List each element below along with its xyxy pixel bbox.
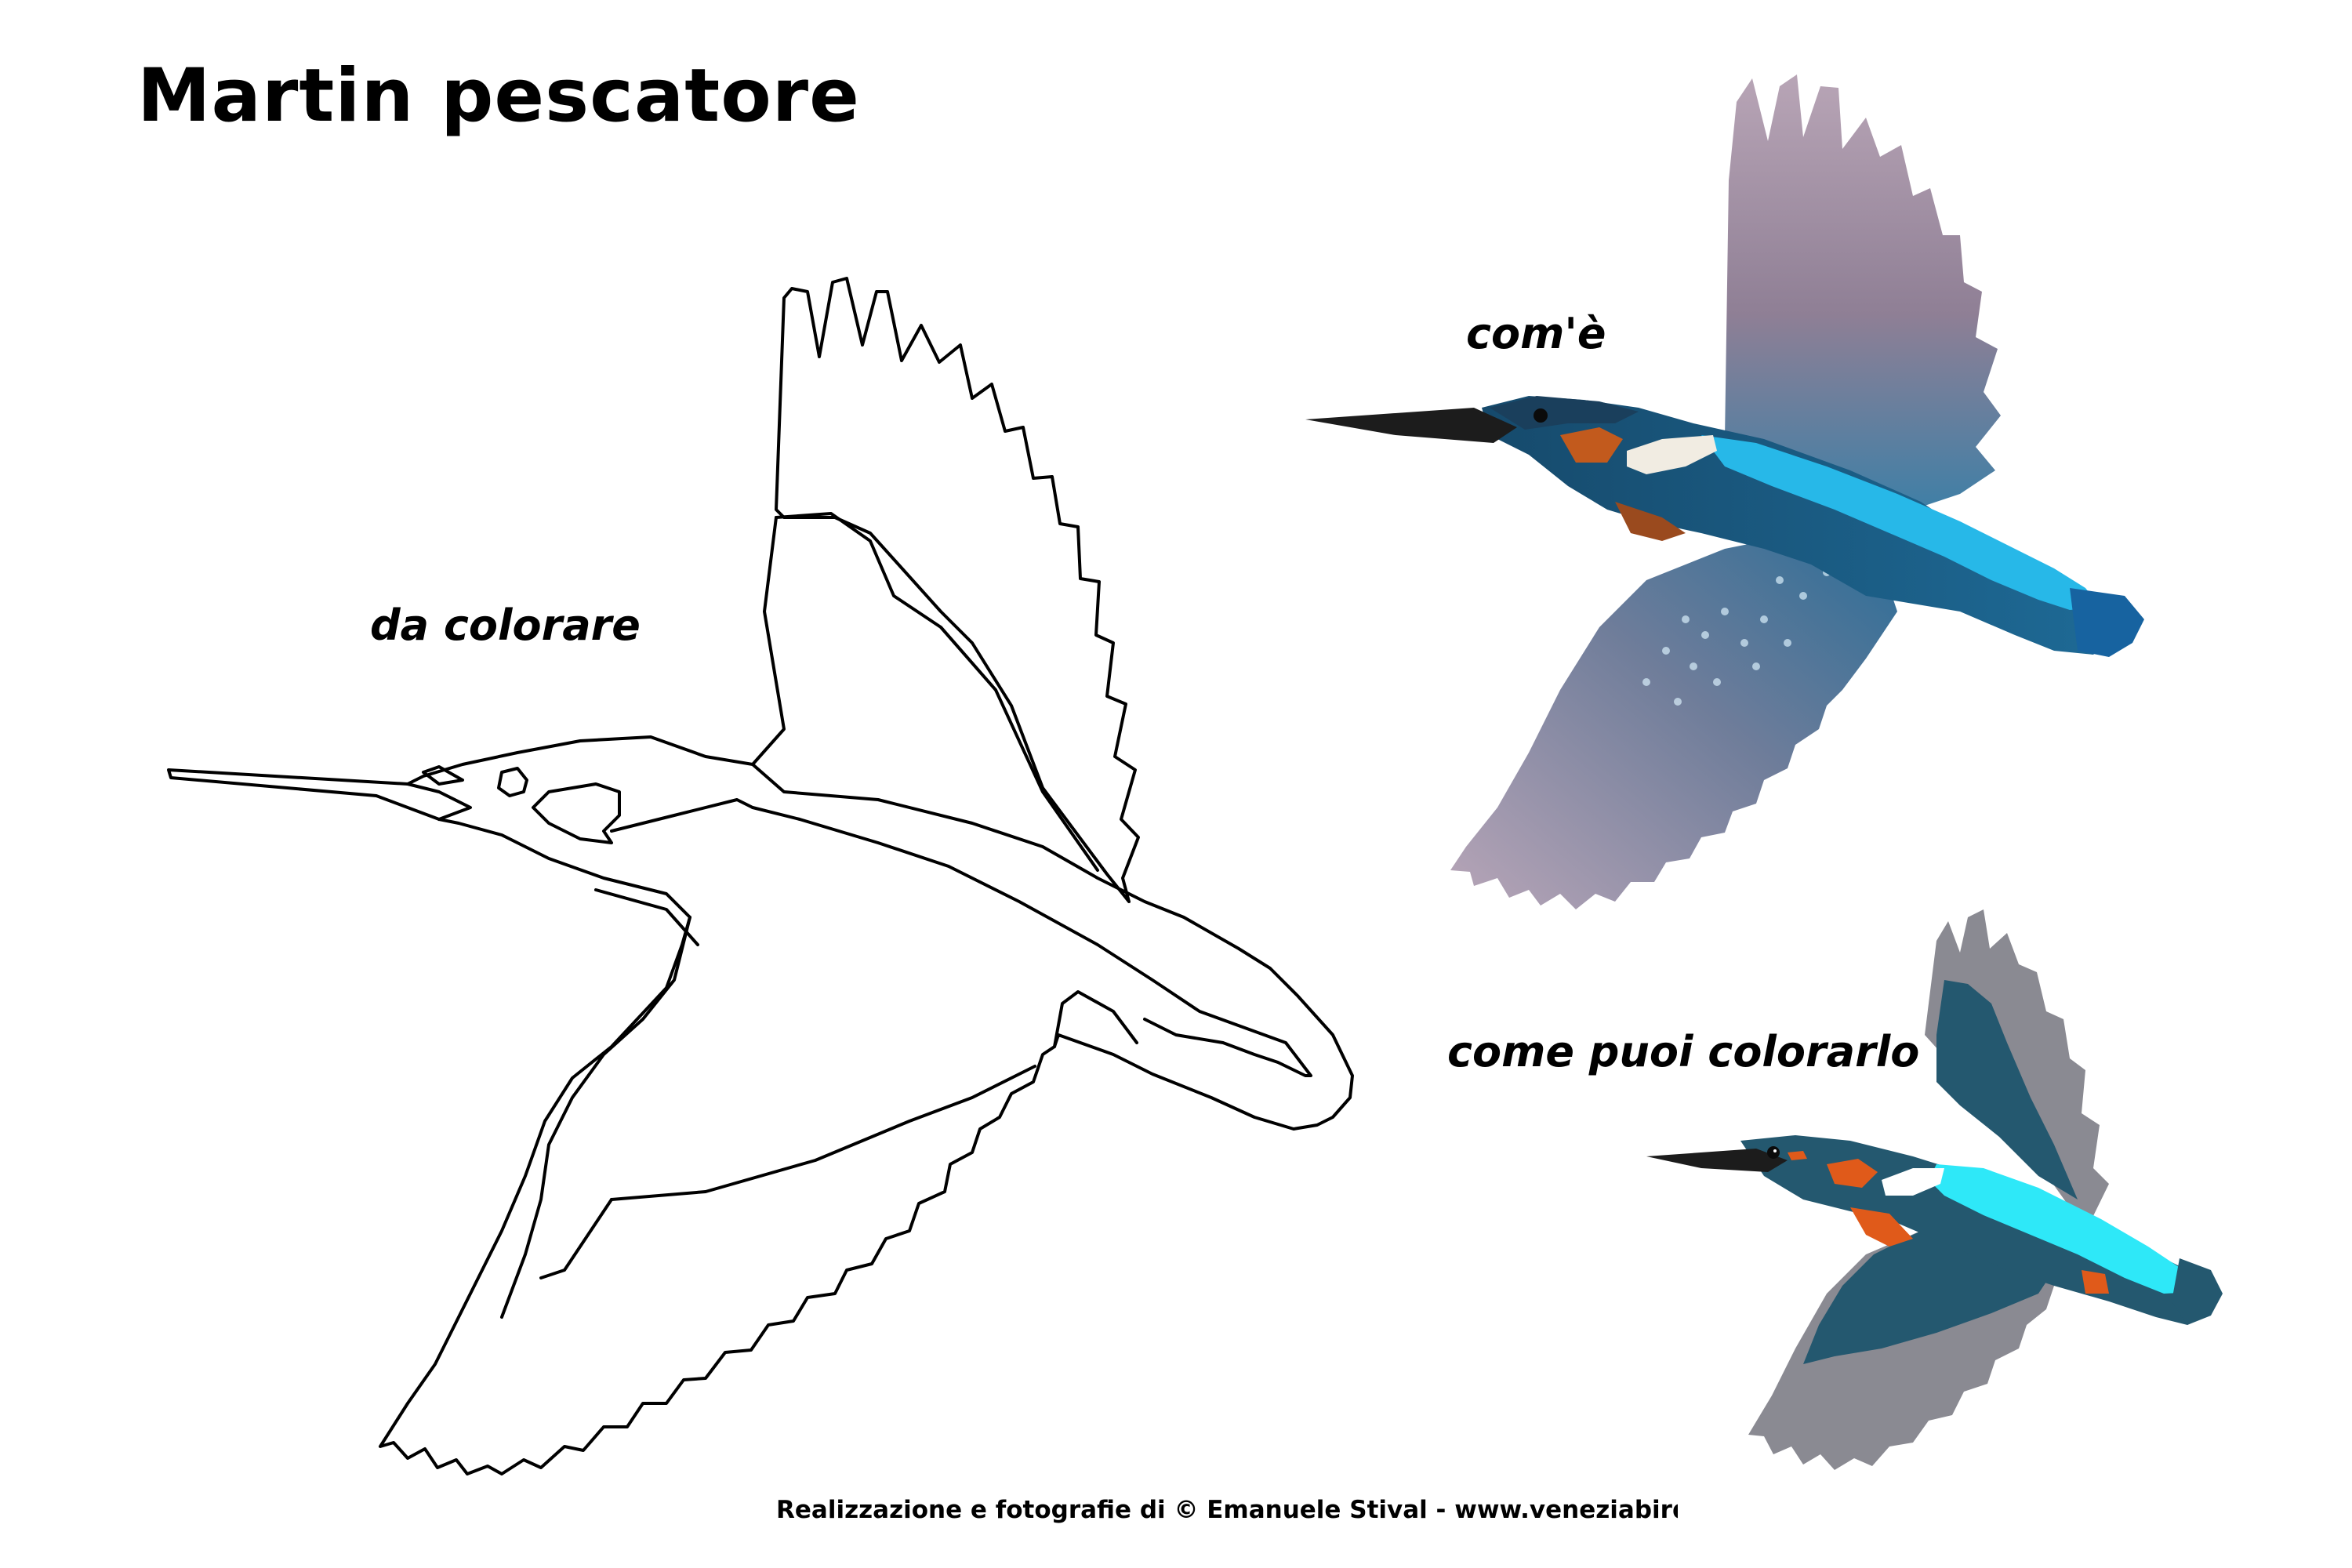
outline-lower-wing-edge [610,1065,1036,1201]
outline-back-stripe [751,806,1312,1077]
label-outline: da colorare [370,601,641,650]
label-photo: com'è [1466,309,1606,358]
outline-cheek [532,782,621,844]
outline-lower-wing-inner [539,1198,613,1279]
credit-line: Realizzazione e fotografie di © Emanuele… [776,1496,1678,1524]
outline-upper-wing-coverts [775,512,1099,872]
outline-beak-detail [422,765,464,786]
outline-lower-wing-coverts [500,916,691,1319]
page-title: Martin pescatore [137,53,860,139]
outline-upper-wing [775,277,1140,903]
outline-body [167,735,1354,1475]
outline-eye [497,767,528,797]
outline-beak-mid [406,782,472,821]
label-colored: come puoi colorarlo [1447,1027,1920,1076]
outline-tail [1053,990,1138,1048]
outline-neck [610,798,754,833]
outline-upper-wing-base [751,516,786,766]
